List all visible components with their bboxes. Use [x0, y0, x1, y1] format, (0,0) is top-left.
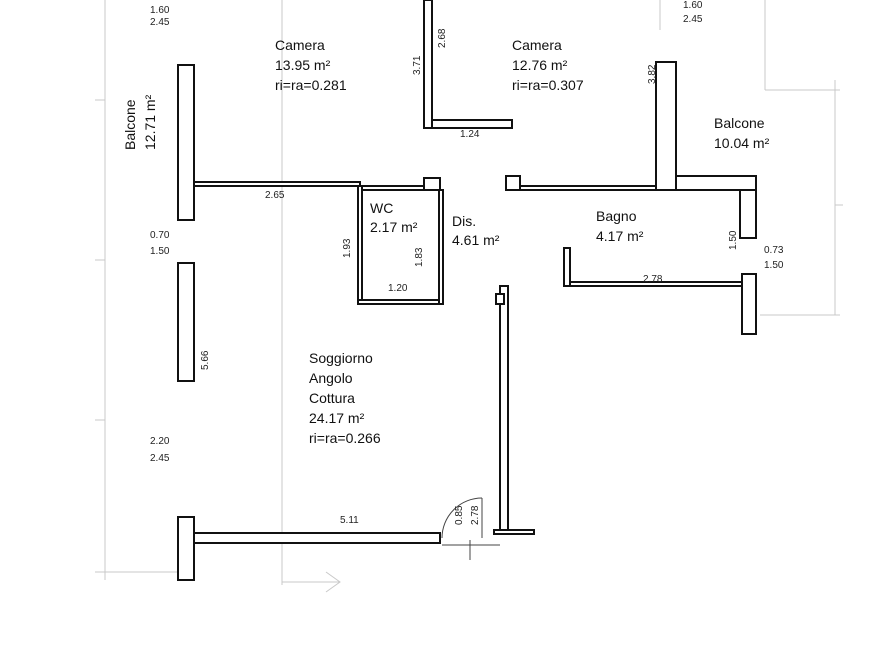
room-camera-right-ratio: ri=ra=0.307: [512, 77, 584, 93]
room-wc-area: 2.17 m²: [370, 219, 418, 235]
room-balcone-right-name: Balcone: [714, 115, 765, 131]
room-camera-left-area: 13.95 m²: [275, 57, 331, 73]
dim-073: 0.73: [764, 245, 784, 256]
dim-150-left: 1.50: [150, 246, 170, 257]
room-balcone-left-name: Balcone: [122, 99, 138, 150]
guide-lines: [95, 0, 843, 593]
dim-070: 0.70: [150, 230, 170, 241]
room-balcone-left-area: 12.71 m²: [142, 94, 158, 150]
dim-265: 2.65: [265, 190, 285, 201]
room-bagno-area: 4.17 m²: [596, 228, 644, 244]
dim-382: 3.82: [647, 64, 658, 84]
dimension-labels: 1.60 2.45 1.60 2.45 1.24 2.65 0.70 1.50 …: [150, 0, 784, 526]
room-balcone-right: Balcone 10.04 m²: [714, 115, 770, 151]
dim-150-right2: 1.50: [764, 260, 784, 271]
room-dis-area: 4.61 m²: [452, 232, 500, 248]
room-soggiorno-line3: Cottura: [309, 390, 355, 406]
room-camera-right: Camera 12.76 m² ri=ra=0.307: [512, 37, 584, 93]
room-wc: WC 2.17 m²: [370, 200, 418, 235]
dim-278-door: 2.78: [470, 505, 481, 525]
dim-566: 5.66: [200, 350, 211, 370]
dim-245-left-top: 2.45: [150, 17, 170, 28]
room-soggiorno: Soggiorno Angolo Cottura 24.17 m² ri=ra=…: [309, 350, 381, 446]
room-camera-right-area: 12.76 m²: [512, 57, 568, 73]
room-balcone-right-area: 10.04 m²: [714, 135, 770, 151]
room-bagno: Bagno 4.17 m²: [596, 208, 644, 244]
walls: [177, 0, 757, 581]
dim-371: 3.71: [412, 55, 423, 75]
room-camera-left-ratio: ri=ra=0.281: [275, 77, 347, 93]
dim-150-right: 1.50: [728, 230, 739, 250]
room-dis-name: Dis.: [452, 213, 476, 229]
room-dis: Dis. 4.61 m²: [452, 213, 500, 248]
dim-183: 1.83: [414, 247, 425, 267]
dim-245-left-bottom: 2.45: [150, 453, 170, 464]
dimension-labels-vertical: 3.71 2.68 3.82 1.93 1.83 1.50 5.66 0.85 …: [200, 28, 739, 525]
room-soggiorno-ratio: ri=ra=0.266: [309, 430, 381, 446]
room-soggiorno-area: 24.17 m²: [309, 410, 365, 426]
room-soggiorno-line1: Soggiorno: [309, 350, 373, 366]
room-balcone-left: Balcone 12.71 m²: [122, 94, 158, 150]
dim-245-right-top: 2.45: [683, 14, 703, 25]
dim-124: 1.24: [460, 129, 480, 140]
dim-278-bagno: 2.78: [643, 274, 663, 285]
dim-268: 2.68: [437, 28, 448, 48]
dim-120: 1.20: [388, 283, 408, 294]
room-camera-right-name: Camera: [512, 37, 562, 53]
dim-193: 1.93: [342, 238, 353, 258]
dim-160-right: 1.60: [683, 0, 703, 11]
room-soggiorno-line2: Angolo: [309, 370, 353, 386]
dim-160-left: 1.60: [150, 5, 170, 16]
entrance-door: [441, 497, 500, 560]
dim-085: 0.85: [454, 505, 465, 525]
room-wc-name: WC: [370, 200, 393, 216]
room-camera-left: Camera 13.95 m² ri=ra=0.281: [275, 37, 347, 93]
dim-220: 2.20: [150, 436, 170, 447]
dim-511: 5.11: [340, 515, 359, 526]
room-camera-left-name: Camera: [275, 37, 325, 53]
room-bagno-name: Bagno: [596, 208, 637, 224]
